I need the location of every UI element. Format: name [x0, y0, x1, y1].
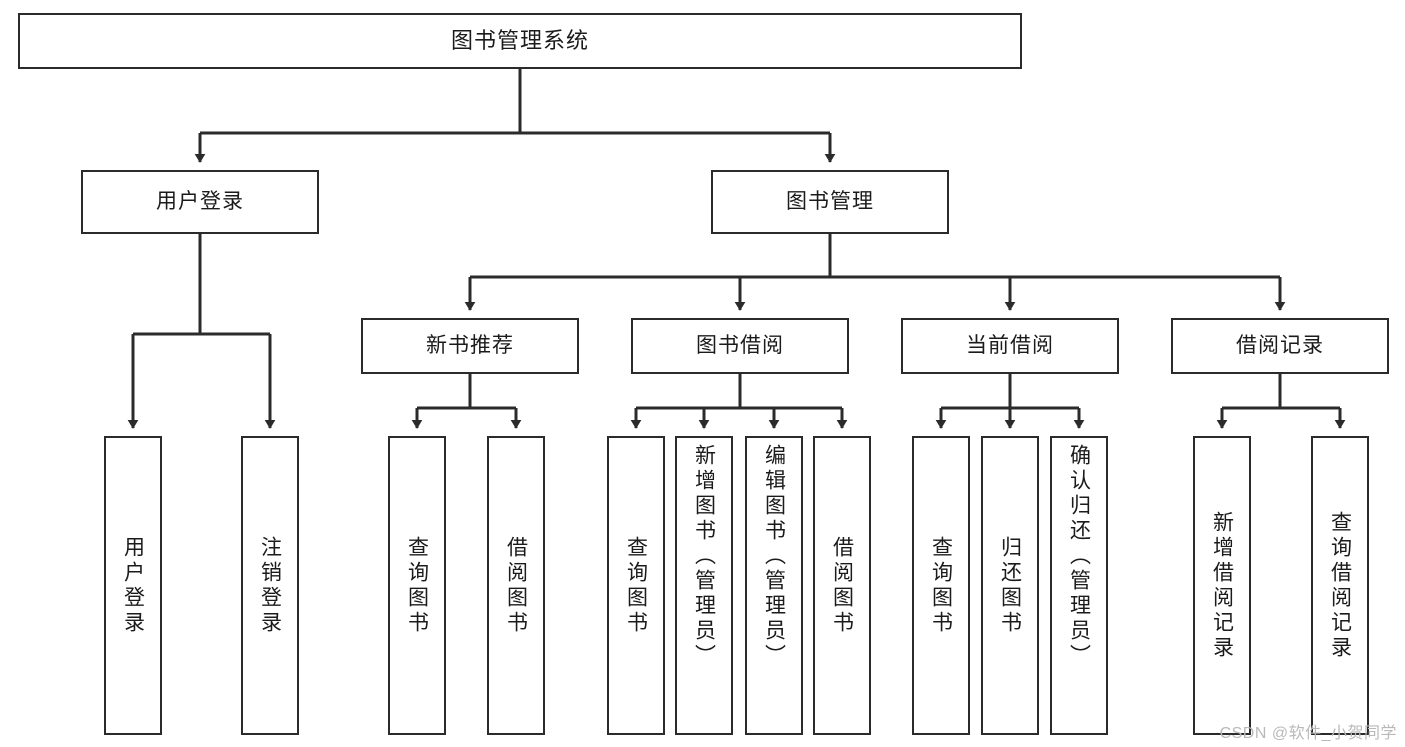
node-label: 新书推荐 [426, 333, 514, 357]
leaf-user-login[interactable]: 用户登录 [104, 436, 162, 735]
leaf-confirm-return-admin[interactable]: 确认归还（管理员） [1050, 436, 1108, 735]
node-label: 图书管理 [786, 189, 874, 213]
node-label: 确认归还（管理员） [1067, 444, 1091, 669]
node-label: 图书管理系统 [450, 28, 589, 54]
node-label: 查询图书 [405, 535, 429, 636]
node-label: 注销登录 [258, 535, 282, 636]
node-label: 用户登录 [156, 189, 244, 213]
node-book-management[interactable]: 图书管理 [711, 170, 949, 234]
node-new-book-recommend[interactable]: 新书推荐 [361, 318, 579, 374]
leaf-add-book-admin[interactable]: 新增图书（管理员） [675, 436, 733, 735]
node-label: 图书借阅 [696, 333, 784, 357]
leaf-logout-login[interactable]: 注销登录 [241, 436, 299, 735]
node-label: 当前借阅 [966, 333, 1054, 357]
leaf-borrow-book-new-recommend[interactable]: 借阅图书 [487, 436, 545, 735]
node-label: 归还图书 [998, 535, 1022, 636]
leaf-add-borrow-record[interactable]: 新增借阅记录 [1193, 436, 1251, 735]
node-current-borrow[interactable]: 当前借阅 [901, 318, 1119, 374]
leaf-return-book[interactable]: 归还图书 [981, 436, 1039, 735]
node-label: 用户登录 [121, 535, 145, 636]
node-label: 借阅图书 [504, 535, 528, 636]
node-label: 查询借阅记录 [1328, 510, 1352, 661]
node-root-book-management-system[interactable]: 图书管理系统 [18, 13, 1022, 69]
leaf-borrow-book-borrow[interactable]: 借阅图书 [813, 436, 871, 735]
leaf-query-book-current[interactable]: 查询图书 [912, 436, 970, 735]
csdn-watermark: CSDN @软件_小贺同学 [1219, 725, 1397, 742]
node-label: 新增借阅记录 [1210, 510, 1234, 661]
leaf-query-borrow-record[interactable]: 查询借阅记录 [1311, 436, 1369, 735]
node-label: 借阅记录 [1236, 333, 1324, 357]
node-label: 借阅图书 [830, 535, 854, 636]
node-label: 编辑图书（管理员） [762, 444, 786, 669]
node-user-login[interactable]: 用户登录 [81, 170, 319, 234]
node-label: 新增图书（管理员） [692, 444, 716, 669]
node-label: 查询图书 [624, 535, 648, 636]
node-label: 查询图书 [929, 535, 953, 636]
node-borrow-record[interactable]: 借阅记录 [1171, 318, 1389, 374]
leaf-edit-book-admin[interactable]: 编辑图书（管理员） [745, 436, 803, 735]
leaf-query-book-borrow[interactable]: 查询图书 [607, 436, 665, 735]
leaf-query-book-new-recommend[interactable]: 查询图书 [388, 436, 446, 735]
node-book-borrow[interactable]: 图书借阅 [631, 318, 849, 374]
